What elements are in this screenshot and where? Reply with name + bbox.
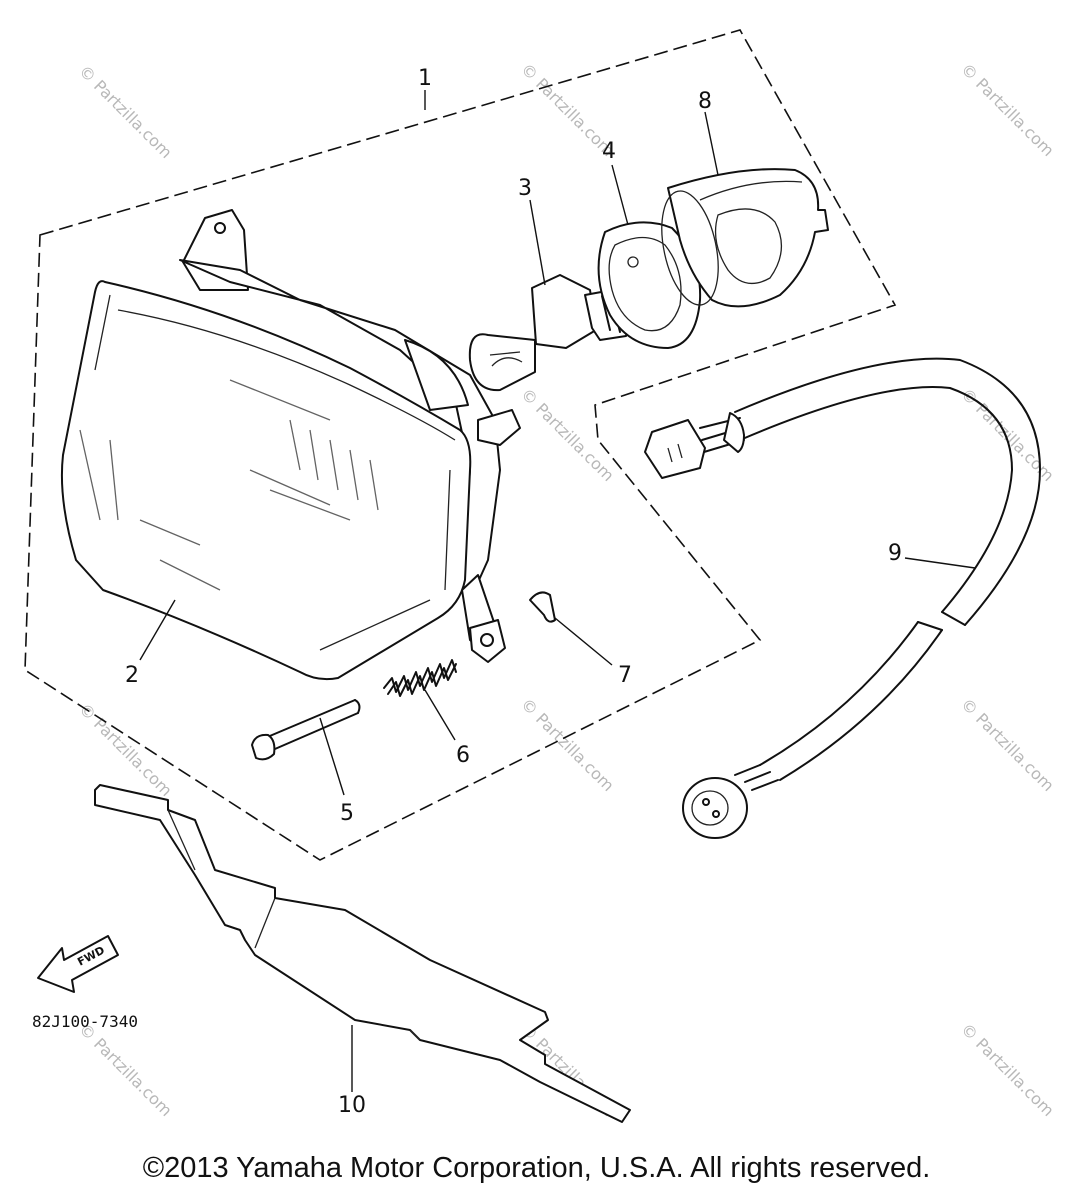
watermark: © Partzilla.com [75,699,176,800]
watermark: © Partzilla.com [517,384,618,485]
watermark: © Partzilla.com [75,61,176,162]
copyright-notice: ©2013 Yamaha Motor Corporation, U.S.A. A… [142,1152,931,1184]
callout-9: 9 [888,541,902,566]
watermark: © Partzilla.com [75,1019,176,1120]
wiring-harness [644,357,1041,839]
watermark: © Partzilla.com [957,694,1058,795]
callout-5: 5 [340,801,354,826]
callout-3: 3 [518,176,532,201]
callout-2: 2 [125,663,139,688]
watermark: © Partzilla.com [957,384,1058,485]
callout-1: 1 [418,66,432,91]
callout-8: 8 [698,89,712,114]
watermark: © Partzilla.com [957,59,1058,160]
retaining-clip [529,591,556,623]
forward-direction-arrow: FWD [37,935,119,993]
callout-10: 10 [338,1093,366,1118]
callout-6: 6 [456,743,470,768]
bulb-socket-ring [597,221,702,349]
headlight-housing [60,209,521,681]
watermark: © Partzilla.com [957,1019,1058,1120]
leader-lines [139,90,976,1092]
watermark: © Partzilla.com [517,694,618,795]
callouts: 1 2 3 4 5 6 7 8 9 10 [125,66,902,1118]
adjusting-spring [383,659,457,697]
callout-7: 7 [618,663,632,688]
socket-cover [661,168,829,308]
diagram-code: 82J100-7340 [32,1012,138,1031]
headlight-bracket [94,784,631,1123]
callout-4: 4 [602,139,616,164]
mounting-bolt [251,699,361,761]
